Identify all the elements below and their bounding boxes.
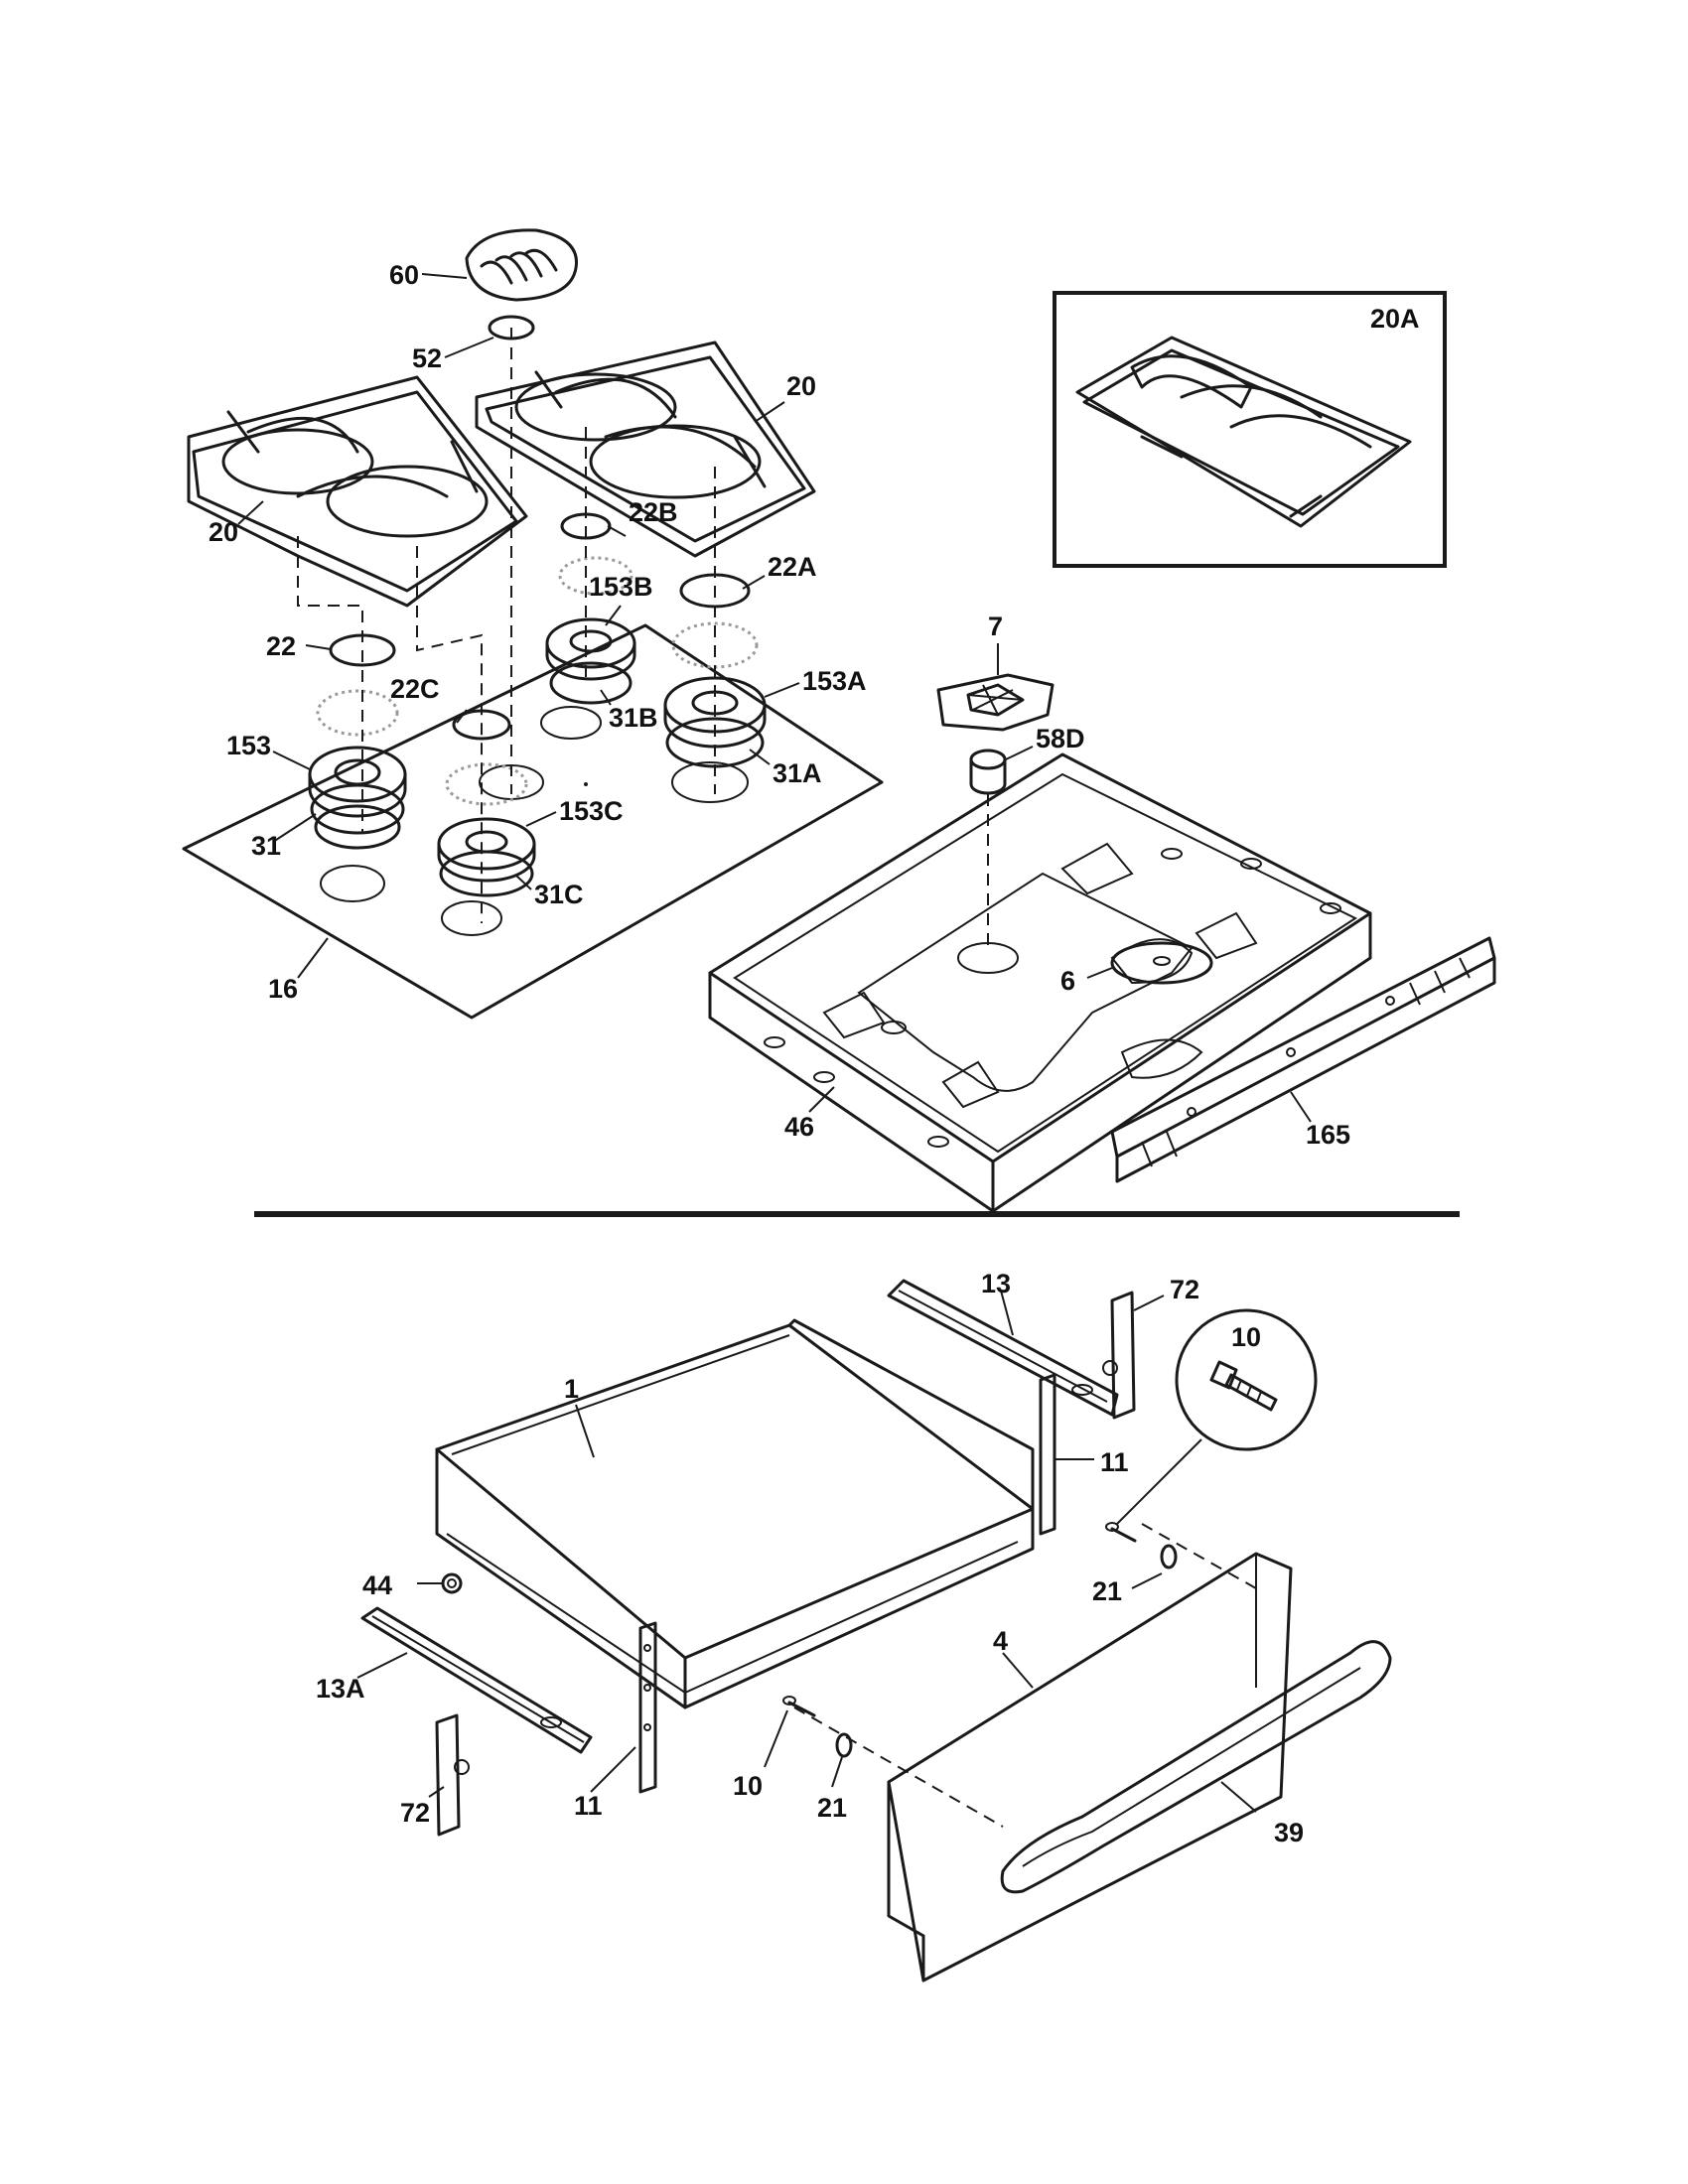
plate-6 — [1110, 941, 1213, 985]
burner-cap-31b — [549, 661, 633, 705]
label-39: 39 — [1274, 1818, 1304, 1847]
inset-box-20a — [1053, 291, 1447, 568]
label-13a: 13A — [316, 1674, 365, 1704]
label-6: 6 — [1060, 966, 1075, 996]
burner-hole — [671, 761, 749, 803]
label-22: 22 — [266, 631, 296, 661]
burner-hole — [584, 782, 588, 786]
assembly-line — [1141, 1523, 1257, 1589]
label-52: 52 — [412, 343, 442, 373]
label-20a: 20A — [1370, 304, 1420, 334]
cooktop-glass-16 — [182, 623, 884, 1020]
label-58d: 58D — [1036, 724, 1085, 753]
drawer-front-4 — [887, 1552, 1293, 1982]
drawer-box-1 — [435, 1318, 1035, 1709]
bracket-11-right — [1039, 1373, 1056, 1536]
burner-head-153c — [437, 817, 536, 883]
label-44: 44 — [362, 1570, 392, 1600]
burner-hole — [320, 865, 385, 902]
label-10-inset: 10 — [1231, 1322, 1261, 1352]
assembly-line — [793, 1706, 1004, 1828]
label-1: 1 — [564, 1374, 579, 1404]
flange-7 — [936, 673, 1055, 732]
label-60: 60 — [389, 260, 419, 290]
sleeve-58d — [969, 749, 1007, 795]
label-11-left: 11 — [574, 1791, 603, 1821]
label-4: 4 — [993, 1626, 1008, 1656]
cap-60 — [465, 228, 578, 302]
label-22c: 22C — [390, 674, 440, 704]
label-153a: 153A — [802, 666, 867, 696]
part-labels: 60 52 20 20 20A 22 22A 22B 22C 153 153A … — [209, 260, 1420, 1847]
burner-cap-31 — [310, 783, 405, 850]
burner-gasket — [316, 689, 399, 737]
label-21-bottom: 21 — [817, 1793, 847, 1823]
label-153c: 153C — [559, 796, 624, 826]
slide-rail-13 — [887, 1279, 1119, 1417]
label-46: 46 — [784, 1112, 814, 1142]
grate-20a-inset — [1075, 336, 1412, 528]
burner-hole — [441, 900, 502, 936]
label-72-bottom: 72 — [400, 1798, 430, 1828]
assembly-line — [297, 536, 363, 834]
screw-10 — [782, 1696, 816, 1717]
burner-gasket — [558, 556, 633, 596]
label-21-right: 21 — [1092, 1576, 1122, 1606]
roller-44 — [441, 1572, 463, 1594]
bracket-11-left — [638, 1621, 657, 1794]
burner-grate-20-left — [187, 375, 528, 608]
label-13: 13 — [981, 1269, 1011, 1298]
bracket-72-top — [1102, 1291, 1136, 1420]
rail-165 — [1110, 936, 1496, 1183]
detail-leader — [1116, 1438, 1202, 1525]
label-22b: 22B — [629, 497, 678, 527]
label-16: 16 — [268, 974, 298, 1004]
washer-52 — [488, 315, 535, 341]
burner-head-153b — [545, 617, 636, 681]
label-10: 10 — [733, 1771, 763, 1801]
label-11-right: 11 — [1100, 1447, 1129, 1477]
label-72-top: 72 — [1170, 1275, 1199, 1304]
bracket-72-bottom — [435, 1713, 470, 1837]
label-31c: 31C — [534, 880, 584, 909]
washer-21-bottom — [835, 1732, 853, 1758]
burner-cap-31c — [439, 850, 534, 897]
label-31: 31 — [251, 831, 281, 861]
detail-circle-10 — [1175, 1308, 1318, 1451]
label-153b: 153B — [589, 572, 653, 602]
label-7: 7 — [988, 612, 1003, 641]
label-31b: 31B — [609, 703, 658, 733]
label-20-right: 20 — [786, 371, 816, 401]
label-165: 165 — [1306, 1120, 1350, 1150]
burner-gasket — [445, 762, 528, 806]
handle-39 — [1000, 1640, 1392, 1894]
label-20-left: 20 — [209, 517, 238, 547]
slide-rail-13a — [360, 1606, 593, 1754]
leader-lines — [237, 273, 1312, 1813]
burner-grate-20-right — [475, 341, 816, 558]
washer-21-right — [1160, 1544, 1178, 1570]
screw-10-top — [1105, 1522, 1137, 1543]
label-153: 153 — [226, 731, 271, 760]
label-22a: 22A — [768, 552, 817, 582]
label-31a: 31A — [773, 758, 822, 788]
burner-hole — [540, 706, 602, 740]
detail-bolt-10 — [1209, 1360, 1278, 1412]
